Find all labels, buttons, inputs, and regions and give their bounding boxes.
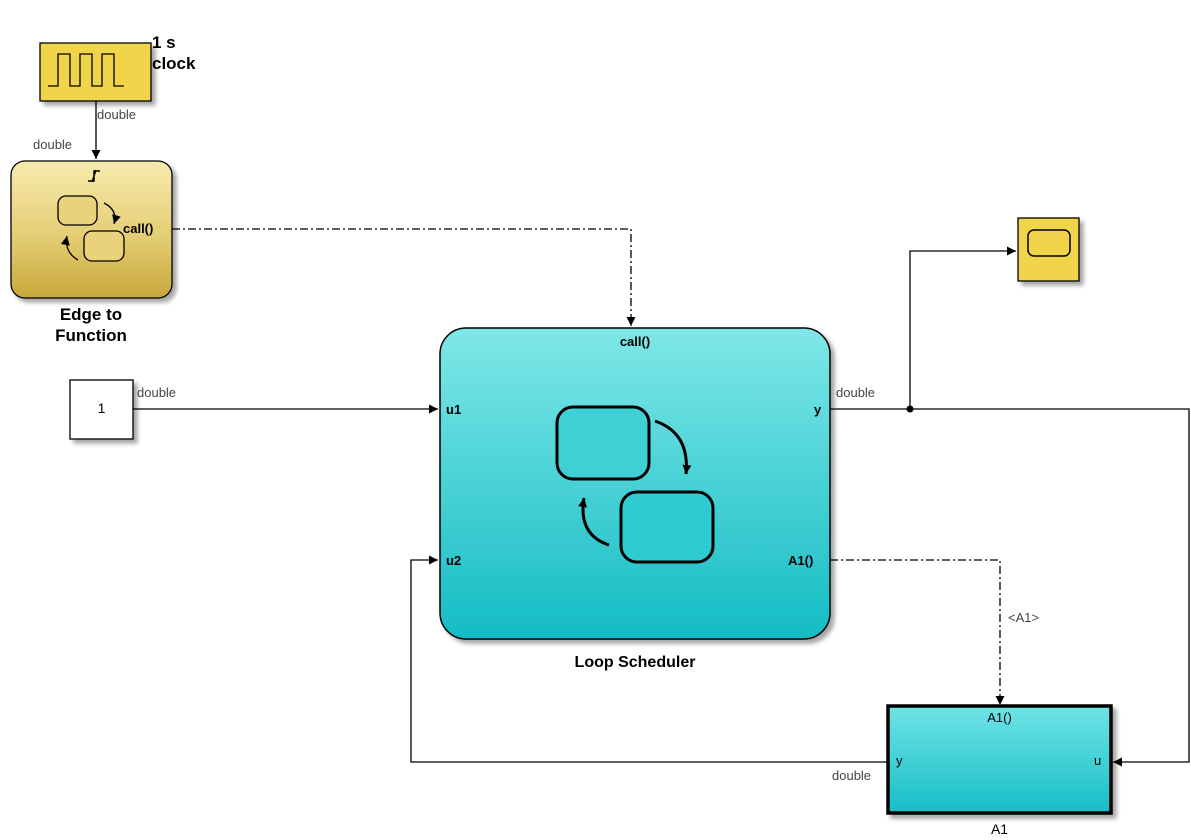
constant-value: 1	[97, 400, 106, 416]
a1-trigger-port-label: A1()	[987, 710, 1012, 725]
edge-to-function-block[interactable]	[10, 160, 173, 299]
edge-call-port-label: call()	[123, 221, 154, 236]
edge-to-function-title-line1: Edge to	[59, 305, 123, 324]
wire-call-to-scheduler[interactable]	[172, 228, 636, 326]
edge-to-function-title-line2: Function	[55, 326, 127, 345]
constant-block[interactable]	[69, 379, 134, 440]
pulse-wave-icon	[48, 53, 124, 87]
scope-block[interactable]	[1017, 217, 1080, 282]
signal-label-a1-call: <A1>	[1008, 610, 1040, 625]
wire-a1-y-to-u2[interactable]	[410, 555, 887, 763]
wire-y-to-a1-u[interactable]	[910, 408, 1190, 767]
stateflow-chart-icon	[57, 195, 125, 262]
scheduler-trigger-port-label: call()	[619, 334, 651, 349]
signal-lines	[91, 101, 1190, 767]
signal-label-const-out: double	[137, 385, 177, 400]
branch-point	[906, 405, 914, 413]
clock-title-line1: 1 s	[152, 33, 176, 52]
clock-block[interactable]	[39, 42, 152, 102]
a1-subsystem-block[interactable]	[886, 704, 1113, 815]
edge-trigger-icon	[88, 169, 100, 183]
scheduler-output-a1: A1()	[788, 553, 814, 568]
scheduler-title: Loop Scheduler	[574, 654, 696, 671]
signal-label-a1-y: double	[832, 768, 872, 783]
a1-output-y: y	[896, 753, 903, 768]
scheduler-input-u2: u2	[446, 553, 462, 568]
scheduler-output-y: y	[814, 402, 822, 417]
wire-y-to-scope[interactable]	[830, 246, 1016, 410]
clock-title-line2: clock	[152, 54, 196, 73]
a1-input-u: u	[1094, 753, 1102, 768]
loop-scheduler-block[interactable]	[439, 327, 831, 640]
stateflow-chart-icon	[555, 405, 715, 564]
signal-label-scheduler-y: double	[836, 385, 876, 400]
wire-a1-call[interactable]	[830, 559, 1005, 705]
signal-label-edge-in: double	[33, 137, 73, 152]
scope-screen-icon	[1027, 229, 1071, 257]
signal-label-clock-out: double	[97, 107, 137, 122]
a1-title: A1	[990, 821, 1009, 837]
scheduler-input-u1: u1	[446, 402, 462, 417]
